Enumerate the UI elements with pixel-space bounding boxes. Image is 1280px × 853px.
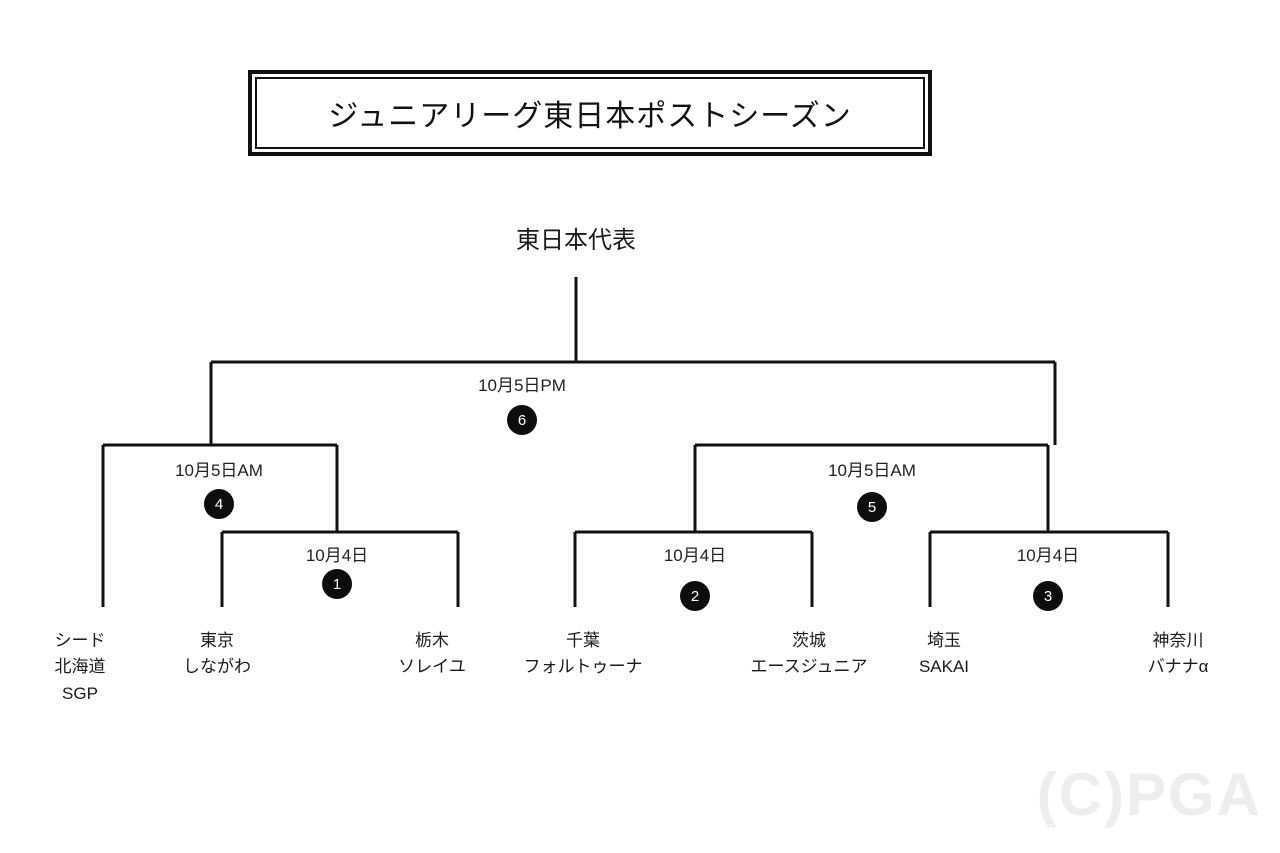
team-prefecture: 茨城 <box>792 631 826 650</box>
team-prefecture: 東京 <box>200 631 234 650</box>
match-date-label-3: 10月4日 <box>1016 546 1080 565</box>
match-date-label-1: 10月4日 <box>305 546 369 565</box>
match-date-label-5: 10月5日AM <box>828 461 916 480</box>
team-prefecture: シード <box>54 631 106 650</box>
team-prefecture: 神奈川 <box>1152 631 1204 650</box>
team-entry: 東京しながわ <box>183 628 251 681</box>
team-entry: シード北海道 SGP <box>55 628 106 707</box>
team-entry: 埼玉 SAKAI <box>919 628 969 681</box>
match-number-badge-2: 2 <box>680 581 710 611</box>
team-extra-name: SGP <box>62 683 98 703</box>
tournament-title-box: ジュニアリーグ東日本ポストシーズン <box>248 70 932 156</box>
team-prefecture: 埼玉 <box>927 631 961 650</box>
match-number-badge-3: 3 <box>1033 581 1063 611</box>
copyright-watermark: (C)PGA <box>1036 761 1262 828</box>
champion-label: 東日本代表 <box>516 227 636 254</box>
team-club-name: SAKAI <box>918 657 970 677</box>
team-club-name: ソレイユ <box>398 657 466 677</box>
page-title: ジュニアリーグ東日本ポストシーズン <box>328 100 852 133</box>
match-number-badge-6: 6 <box>507 405 537 435</box>
match-number-badge-1: 1 <box>322 569 352 599</box>
tournament-title-inner-border: ジュニアリーグ東日本ポストシーズン <box>255 77 925 149</box>
match-date-label-2: 10月4日 <box>663 546 727 565</box>
match-date-label-4: 10月5日AM <box>175 461 263 480</box>
team-prefecture: 栃木 <box>414 631 449 650</box>
team-club-name: バナナα <box>1147 657 1209 677</box>
team-club-name: しながわ <box>183 657 251 677</box>
match-number-badge-5: 5 <box>857 492 887 522</box>
team-entry: 茨城エースジュニア <box>751 628 868 681</box>
team-club-name: エースジュニア <box>750 657 868 677</box>
match-number-badge-4: 4 <box>204 489 234 519</box>
match-date-label-6: 10月5日PM <box>478 376 566 395</box>
team-club-name: 北海道 <box>54 657 106 677</box>
team-club-name: フォルトゥーナ <box>523 657 643 677</box>
team-entry: 千葉フォルトゥーナ <box>524 628 643 681</box>
team-entry: 栃木ソレイユ <box>398 628 466 681</box>
team-entry: 神奈川バナナα <box>1148 628 1209 681</box>
team-prefecture: 千葉 <box>566 631 600 650</box>
